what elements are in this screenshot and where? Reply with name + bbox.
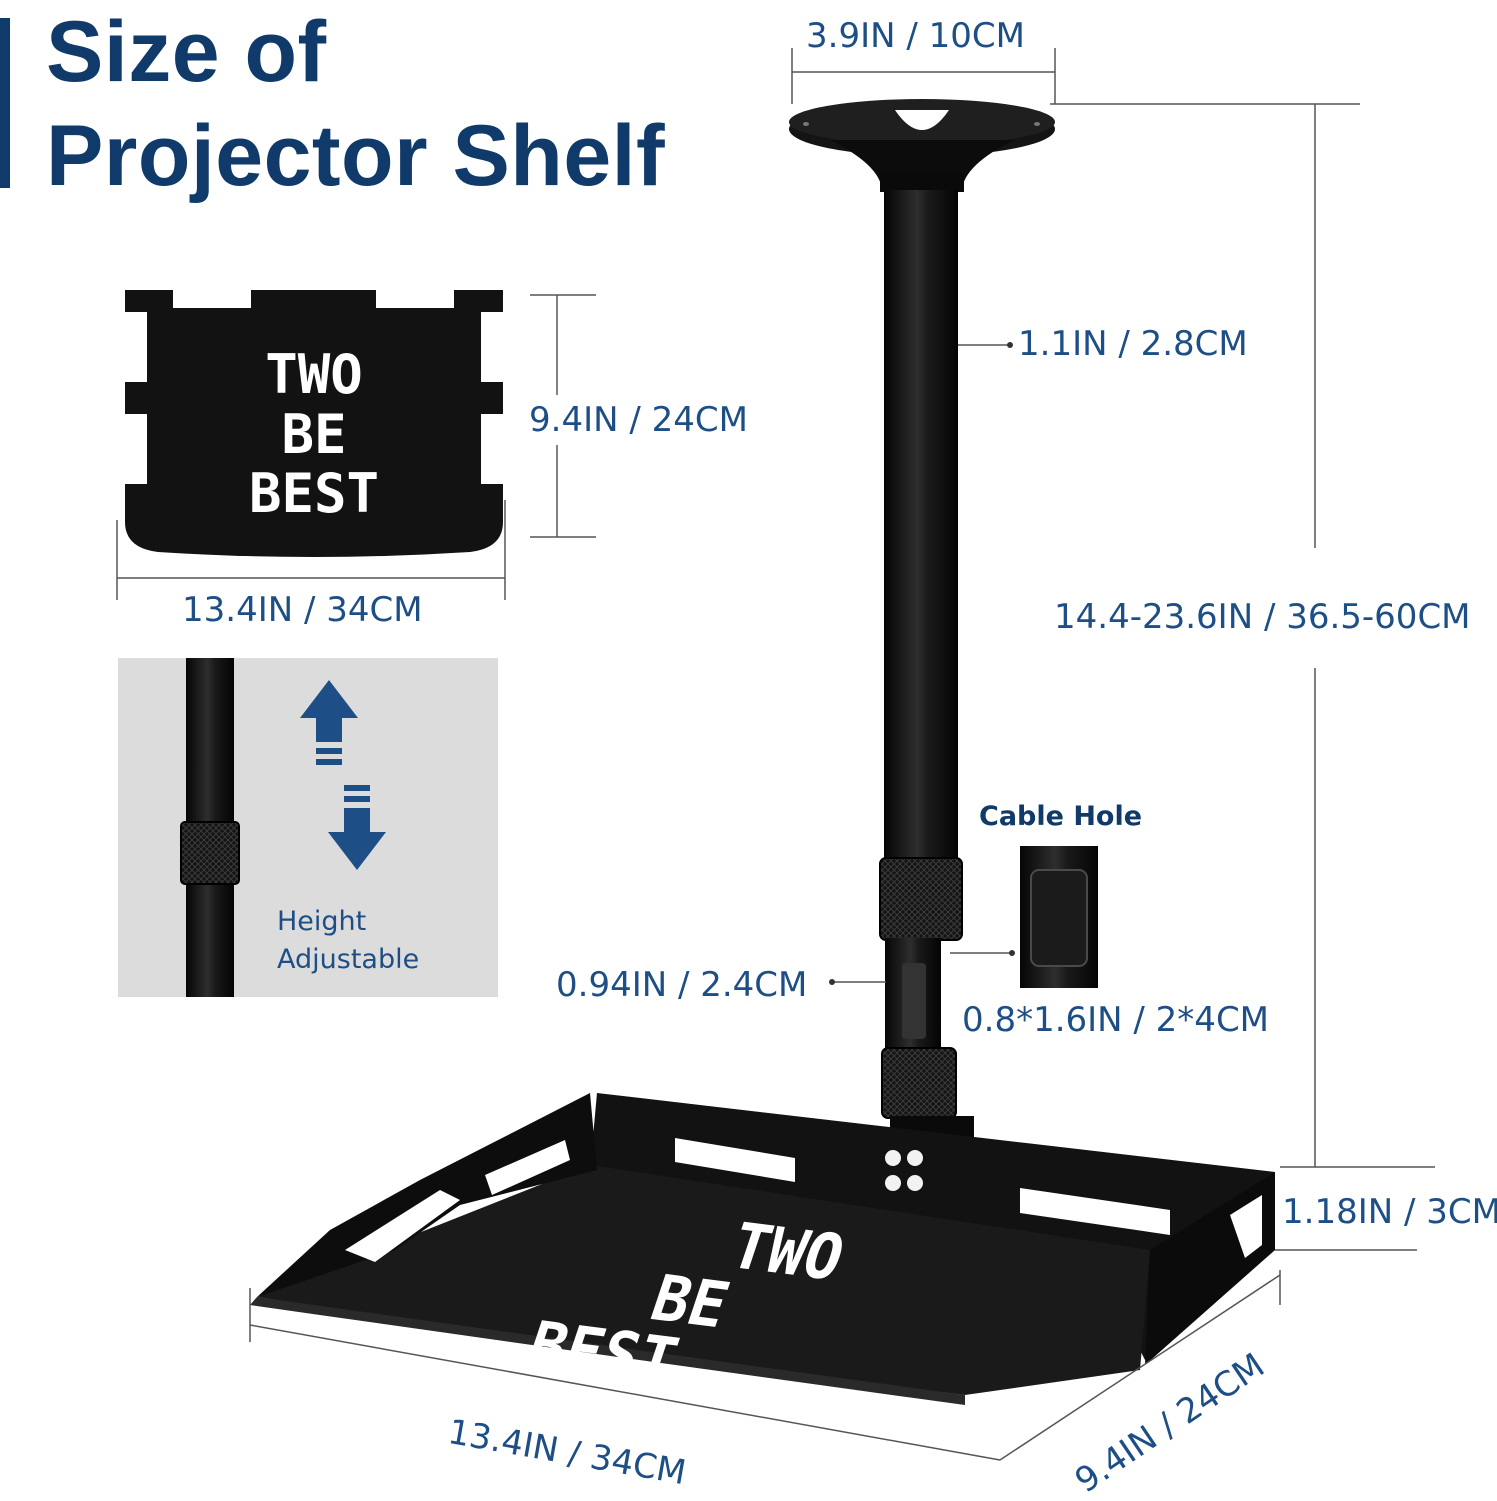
logo-top-line-3: BEST bbox=[249, 462, 379, 525]
shelf-top-view: TWO BE BEST bbox=[125, 290, 503, 557]
logo-top-line-1: TWO bbox=[265, 343, 363, 406]
height-adjust-panel bbox=[118, 658, 498, 997]
pole-assembly bbox=[789, 99, 1055, 1142]
dim-shelf-lip-height: 1.18IN / 3CM bbox=[1282, 1192, 1497, 1232]
dim-lower-pole-diameter: 0.94IN / 2.4CM bbox=[556, 965, 808, 1005]
title-line-1: Size of bbox=[46, 4, 327, 100]
top-view-dimension-lines bbox=[116, 294, 596, 600]
logo-shelf-line-1: TWO bbox=[721, 1209, 853, 1294]
height-adjustable-line-1: Height bbox=[277, 906, 367, 937]
dim-pole-diameter: 1.1IN / 2.8CM bbox=[1018, 324, 1248, 364]
shelf-perspective: TWO BE BEST bbox=[250, 1093, 1275, 1405]
page-title: Size of Projector Shelf bbox=[46, 0, 665, 208]
dim-mount-plate: 3.9IN / 10CM bbox=[806, 16, 1025, 56]
dim-total-height: 14.4-23.6IN / 36.5-60CM bbox=[1054, 597, 1471, 637]
arrow-down-icon bbox=[328, 785, 386, 870]
logo-top-line-2: BE bbox=[281, 403, 346, 466]
logo-shelf-line-3: BEST bbox=[518, 1308, 686, 1398]
cable-hole-inset bbox=[1020, 846, 1098, 988]
main-dimension-lines bbox=[249, 48, 1435, 1461]
leader-dots bbox=[829, 342, 1015, 985]
height-adjustable-label: Height Adjustable bbox=[277, 903, 419, 979]
title-line-2: Projector Shelf bbox=[46, 108, 666, 204]
height-adjustable-line-2: Adjustable bbox=[277, 944, 420, 975]
dim-cable-hole-size: 0.8*1.6IN / 2*4CM bbox=[962, 1000, 1270, 1040]
dim-top-view-depth: 9.4IN / 24CM bbox=[529, 400, 748, 440]
title-accent-bar bbox=[0, 18, 10, 188]
cable-hole-label: Cable Hole bbox=[979, 801, 1143, 832]
arrow-up-icon bbox=[300, 680, 358, 765]
dim-top-view-width: 13.4IN / 34CM bbox=[182, 590, 423, 630]
